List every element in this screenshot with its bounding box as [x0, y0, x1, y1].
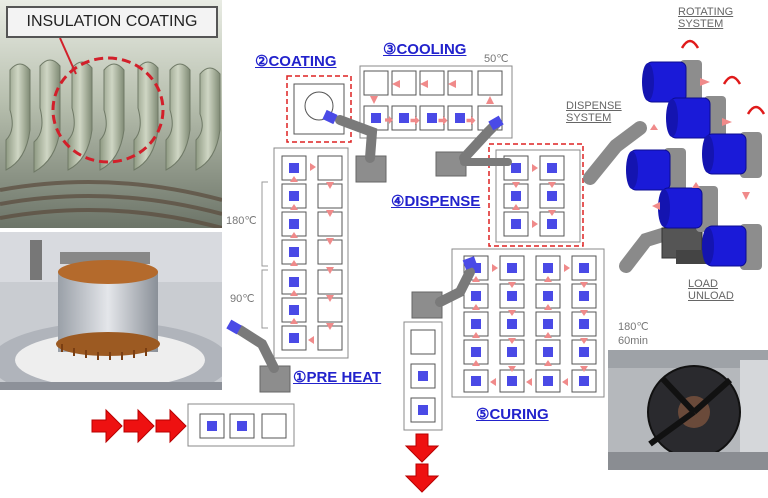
cure-oven-photo [608, 350, 768, 470]
coating-highlight [286, 75, 352, 143]
dispense-title: ④DISPENSE [391, 193, 481, 210]
dispense-system-label: DISPENSE SYSTEM [566, 100, 622, 124]
dispense-cells [503, 155, 565, 237]
cooling-parts [371, 113, 465, 123]
curing-title: ⑤CURING [476, 406, 549, 423]
robot-curing [411, 256, 478, 319]
cooling-title: ③COOLING [383, 41, 467, 58]
preheat-temp-180: 180℃ [226, 215, 257, 227]
feed-arrows-in [91, 408, 187, 444]
preheat-temp-90: 90℃ [230, 293, 255, 305]
load-unload-label: LOAD UNLOAD [688, 278, 734, 302]
dispense-parts [511, 163, 557, 229]
cooling-temp: 50℃ [484, 53, 509, 65]
robot-preheat [226, 319, 291, 393]
cooling-flow-arrows [370, 80, 494, 125]
output-parts [418, 371, 428, 415]
dispense-system-robot [583, 121, 708, 273]
coating-title: ②COATING [255, 53, 337, 70]
dispense-flow-arrows [512, 164, 556, 228]
insulation-coating-photo: INSULATION COATING [0, 0, 222, 228]
curing-flow-arrows [472, 264, 588, 386]
coating-machine-photo [0, 232, 222, 390]
rotating-system-label: ROTATING SYSTEM [678, 6, 734, 30]
cure-conditions: 180℃ 60min [618, 321, 649, 347]
curing-parts [471, 263, 589, 386]
rotation-arcs [680, 39, 766, 115]
temp-brackets [261, 181, 268, 329]
robot-coating [322, 109, 387, 183]
preheat-title: ①PRE HEAT [293, 369, 382, 386]
input-cells [199, 413, 287, 439]
dispense-highlight [488, 143, 584, 247]
input-parts [207, 421, 247, 431]
rotating-cylinders [626, 60, 762, 270]
robot-dispense [435, 115, 512, 177]
insulation-coating-label: INSULATION COATING [6, 6, 218, 38]
rotation-arrows [650, 78, 750, 210]
feed-arrows-out [404, 433, 440, 493]
preheat-flow-arrows [290, 163, 334, 344]
preheat-parts [289, 163, 299, 343]
